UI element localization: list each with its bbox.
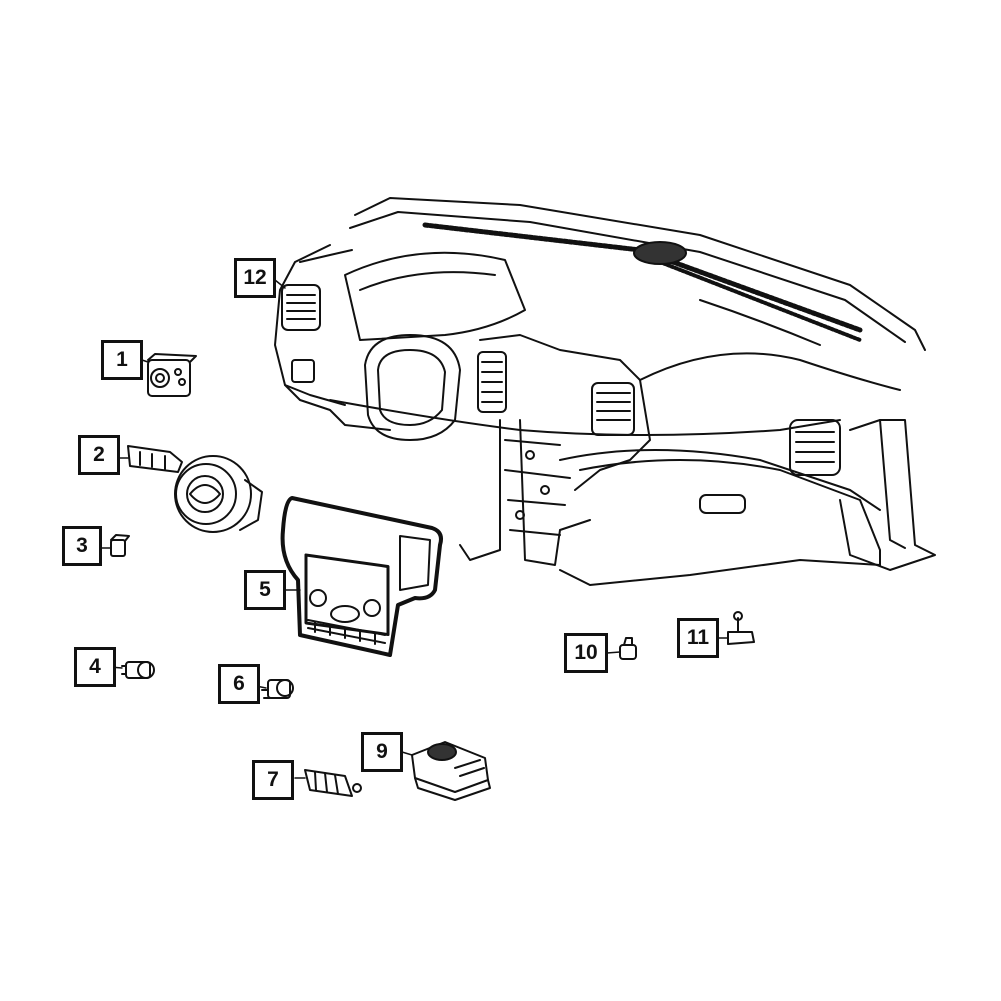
- callout-7: 7: [252, 760, 294, 800]
- part-11-sensor: [727, 611, 755, 645]
- callout-11: 11: [677, 618, 719, 658]
- callout-2: 2: [78, 435, 120, 475]
- part-6-sensor: [261, 679, 294, 699]
- part-7-switch-bank: [304, 769, 362, 797]
- callout-1: 1: [101, 340, 143, 380]
- part-3-switch: [110, 534, 130, 557]
- callout-5: 5: [244, 570, 286, 610]
- part-9-rotary-controller: [411, 741, 491, 801]
- part-4-sensor: [121, 661, 155, 679]
- callout-9: 9: [361, 732, 403, 772]
- callout-6: 6: [218, 664, 260, 704]
- callout-10: 10: [564, 633, 608, 673]
- instrument-panel: [274, 197, 936, 586]
- callout-3: 3: [62, 526, 102, 566]
- callout-4: 4: [74, 647, 116, 687]
- part-10-clip: [619, 637, 637, 660]
- part-2-clockspring: [127, 445, 263, 533]
- part-5-radio-bezel: [280, 496, 443, 657]
- part-1-headlamp-switch: [147, 353, 197, 397]
- callout-12: 12: [234, 258, 276, 298]
- leader-lines: [99, 279, 729, 779]
